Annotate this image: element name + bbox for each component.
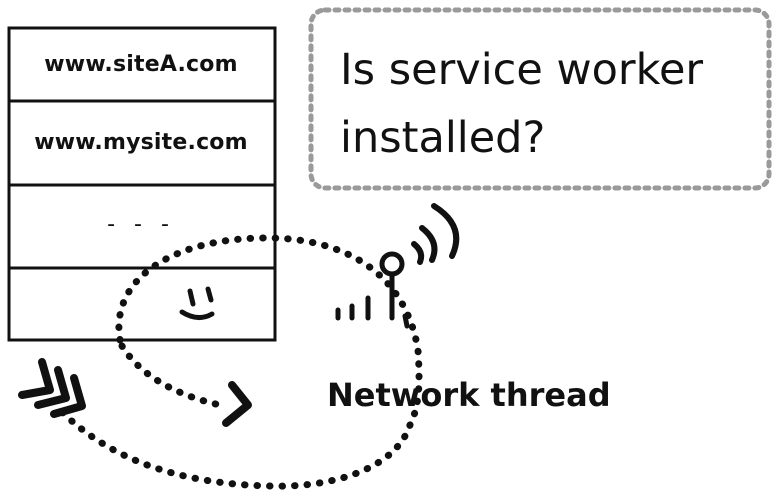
registry-row-1: www.siteA.com <box>44 52 238 77</box>
motion-lines-icon <box>18 358 86 418</box>
network-thread-character <box>56 234 423 490</box>
registry-row-3: - - - <box>107 212 175 237</box>
character-arm <box>118 342 224 409</box>
character-face <box>179 286 215 320</box>
signal-waves-icon <box>411 203 460 265</box>
hand-arrow-icon <box>222 381 252 427</box>
speech-line-2: installed? <box>340 113 546 163</box>
speech-line-1: Is service worker <box>340 45 704 95</box>
antenna-icon <box>335 251 410 329</box>
registry-table <box>7 26 277 342</box>
speech-bubble-text: Is service worker installed? <box>340 36 760 172</box>
speech-bubble <box>308 7 772 191</box>
registry-row-2: www.mysite.com <box>34 130 248 155</box>
network-thread-label: Network thread <box>327 376 611 414</box>
